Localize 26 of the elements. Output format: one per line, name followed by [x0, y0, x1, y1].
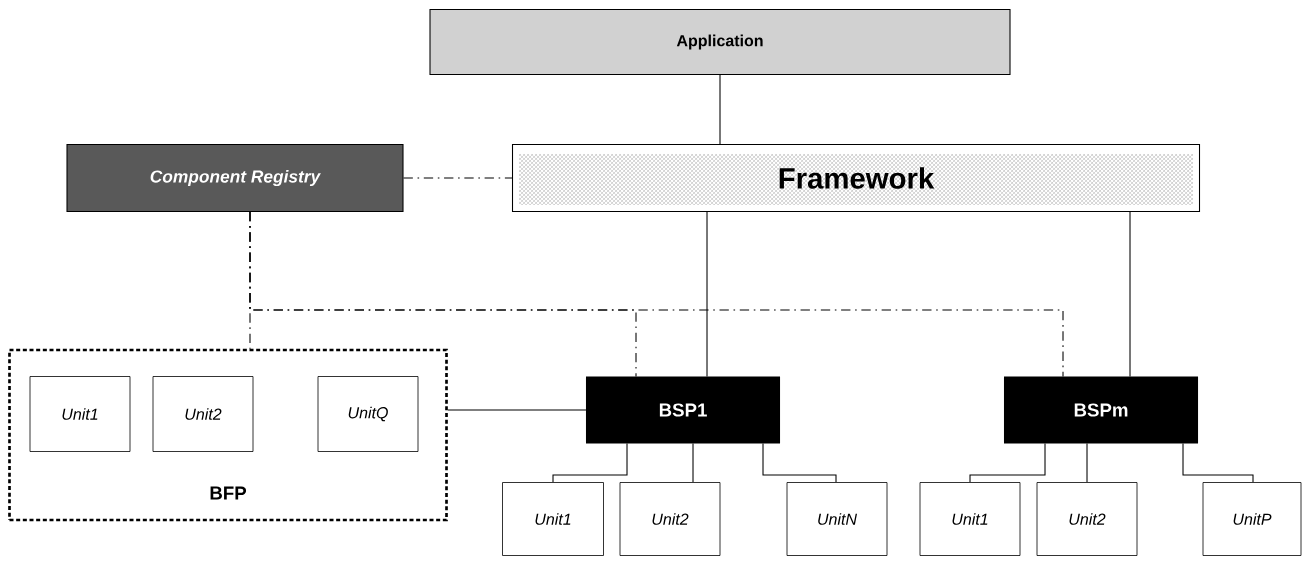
connector-line: [1129, 211, 1131, 377]
connector-line: [1182, 443, 1254, 483]
connector-line: [969, 443, 1046, 483]
bsp-box: BSP1: [585, 376, 781, 444]
connector-line: [447, 409, 587, 411]
connector-line: [762, 443, 837, 483]
unit-box: Unit2: [152, 376, 254, 452]
framework-box: Framework: [511, 143, 1201, 213]
unit-box: UnitP: [1202, 482, 1302, 556]
bsp-box: BSPm: [1003, 376, 1199, 444]
connector-line: [692, 443, 694, 483]
unit-box: UnitQ: [317, 376, 419, 452]
connector-line: [249, 211, 1064, 377]
connector-line: [403, 177, 513, 179]
unit-box: Unit1: [919, 482, 1021, 556]
registry-box: Component Registry: [66, 143, 404, 213]
unit-box: Unit2: [1036, 482, 1138, 556]
connector-line: [1086, 443, 1088, 483]
unit-box: Unit1: [29, 376, 131, 452]
connector-line: [552, 443, 628, 483]
unit-box: Unit2: [619, 482, 721, 556]
application-box: Application: [429, 8, 1011, 76]
connector-line: [706, 211, 708, 377]
connector-line: [719, 74, 721, 145]
unit-box: UnitN: [786, 482, 888, 556]
unit-box: Unit1: [502, 482, 604, 556]
